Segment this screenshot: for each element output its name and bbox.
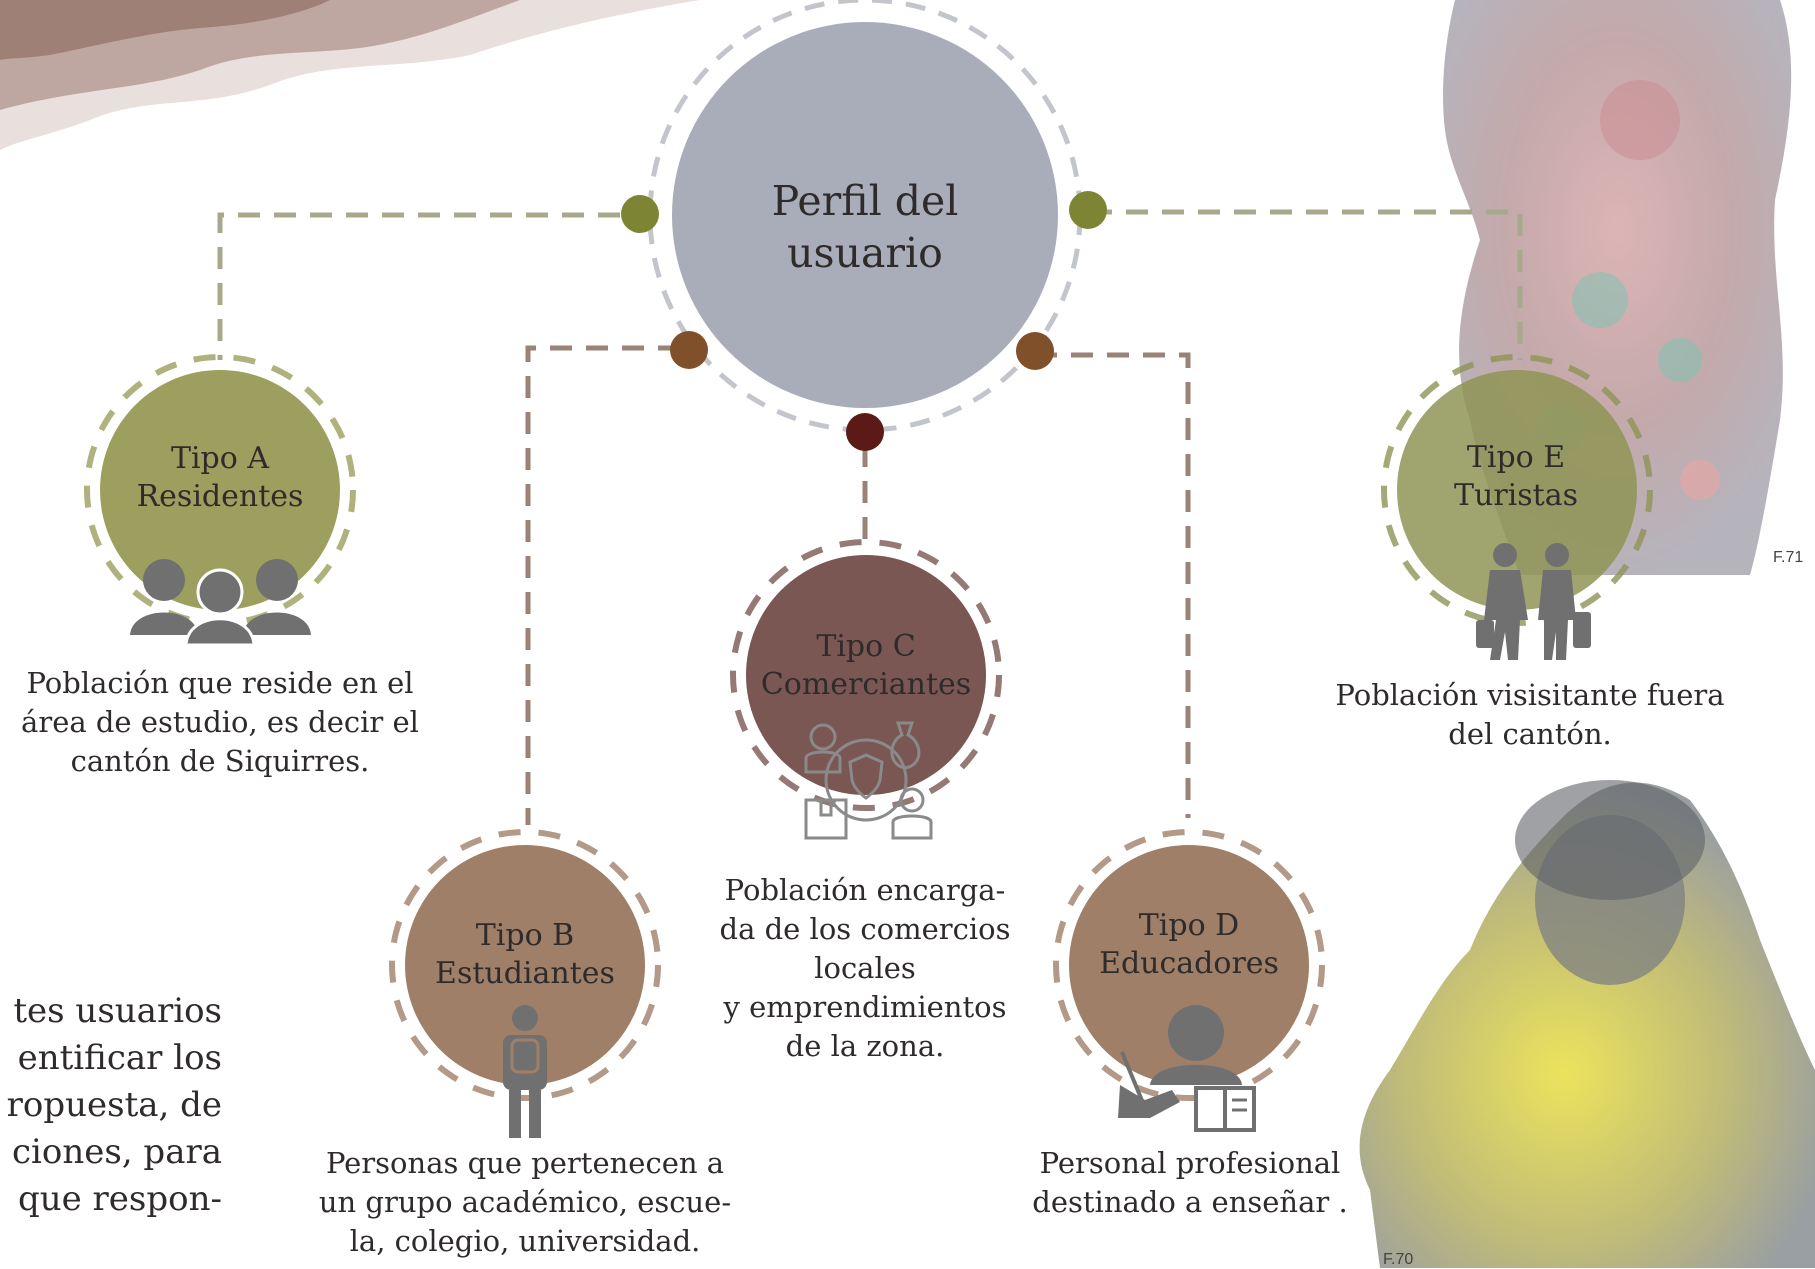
group-icon bbox=[130, 559, 311, 647]
type-c-description-line: de la zona. bbox=[785, 1029, 945, 1063]
type-c-description-line: Población encarga- bbox=[724, 873, 1006, 907]
type-d-description: Personal profesional destinado a enseñar… bbox=[1015, 1144, 1365, 1222]
type-a-description-line: Población que reside en el bbox=[26, 666, 414, 700]
type-a-circle bbox=[100, 370, 340, 610]
teacher-icon bbox=[1118, 1005, 1256, 1132]
type-c-description-line: da de los comercios bbox=[719, 912, 1011, 946]
line-to-type-d bbox=[1035, 352, 1191, 818]
dot-left-brown bbox=[670, 331, 708, 369]
body-text-line: ciones, para bbox=[11, 1132, 222, 1172]
type-c-description-line: locales bbox=[814, 951, 916, 985]
tourists-icon bbox=[1476, 543, 1591, 660]
body-text-line: tes usuarios bbox=[13, 991, 222, 1031]
type-e-description: Población visisitante fuera del cantón. bbox=[1320, 676, 1740, 754]
type-d-subtitle: Educadores bbox=[1099, 946, 1279, 981]
type-b-description-line: un grupo académico, escue- bbox=[318, 1185, 732, 1219]
type-b-ring bbox=[389, 829, 661, 1101]
type-e-title: Tipo E bbox=[1466, 440, 1566, 475]
dot-right-olive bbox=[1069, 191, 1107, 229]
type-c-description-line: y emprendimientos bbox=[723, 990, 1007, 1024]
type-a-label: Tipo A Residentes bbox=[100, 440, 340, 516]
line-to-type-b bbox=[525, 345, 680, 825]
type-a-description-line: cantón de Siquirres. bbox=[70, 744, 370, 778]
type-a-subtitle: Residentes bbox=[136, 479, 304, 514]
body-text-line: entificar los bbox=[17, 1038, 222, 1078]
line-to-type-e bbox=[1090, 209, 1523, 360]
type-d-label: Tipo D Educadores bbox=[1069, 907, 1309, 983]
type-b-description-line: Personas que pertenecen a bbox=[325, 1146, 725, 1180]
student-backpack-icon bbox=[503, 1005, 547, 1138]
type-c-description: Población encarga- da de los comercios l… bbox=[700, 871, 1030, 1066]
cropped-body-text: tes usuarios entificar los ropuesta, de … bbox=[0, 988, 222, 1223]
type-e-circle bbox=[1397, 370, 1637, 610]
type-b-description: Personas que pertenecen a un grupo acadé… bbox=[290, 1144, 760, 1261]
type-d-ring bbox=[1053, 829, 1325, 1101]
type-icons bbox=[130, 543, 1591, 1138]
type-a-description: Población que reside en el área de estud… bbox=[10, 664, 430, 781]
type-c-subtitle: Comerciantes bbox=[760, 667, 972, 702]
type-d-description-line: Personal profesional bbox=[1039, 1146, 1341, 1180]
dot-right-brown bbox=[1016, 332, 1054, 370]
commerce-icon bbox=[804, 721, 933, 840]
landscape-decoration bbox=[0, 0, 700, 150]
type-b-title: Tipo B bbox=[475, 918, 575, 953]
center-title: Perfil del usuario bbox=[771, 177, 959, 277]
body-text-line: ropuesta, de bbox=[6, 1085, 222, 1125]
type-e-label: Tipo E Turistas bbox=[1396, 439, 1636, 515]
connector-lines bbox=[217, 209, 1523, 825]
connector-dots bbox=[621, 191, 1107, 451]
type-b-label: Tipo B Estudiantes bbox=[405, 917, 645, 993]
figure-label-top: F.71 bbox=[1773, 549, 1804, 566]
body-text-line: que respon- bbox=[17, 1179, 222, 1219]
type-b-subtitle: Estudiantes bbox=[435, 956, 615, 991]
figure-label-bottom: F.70 bbox=[1383, 1251, 1414, 1268]
line-to-type-a bbox=[217, 212, 620, 360]
type-b-circle bbox=[405, 845, 645, 1085]
type-c-title: Tipo C bbox=[816, 629, 916, 664]
type-d-title: Tipo D bbox=[1138, 908, 1240, 943]
center-circle bbox=[672, 22, 1058, 408]
type-e-description-line: Población visisitante fuera bbox=[1335, 678, 1725, 712]
type-d-circle bbox=[1069, 845, 1309, 1085]
type-e-subtitle: Turistas bbox=[1454, 478, 1578, 513]
dot-left-olive bbox=[621, 195, 659, 233]
type-b-description-line: la, colegio, universidad. bbox=[349, 1224, 701, 1258]
type-a-title: Tipo A bbox=[170, 441, 270, 476]
type-circles bbox=[84, 0, 1653, 1101]
type-c-ring bbox=[730, 539, 1002, 811]
type-e-description-line: del cantón. bbox=[1448, 717, 1612, 751]
type-a-description-line: área de estudio, es decir el bbox=[21, 705, 419, 739]
type-d-description-line: destinado a enseñar . bbox=[1032, 1185, 1348, 1219]
dot-center-dark bbox=[846, 413, 884, 451]
type-c-label: Tipo C Comerciantes bbox=[746, 628, 986, 704]
teacher-photo bbox=[1359, 780, 1815, 1268]
type-c-circle bbox=[746, 555, 986, 795]
